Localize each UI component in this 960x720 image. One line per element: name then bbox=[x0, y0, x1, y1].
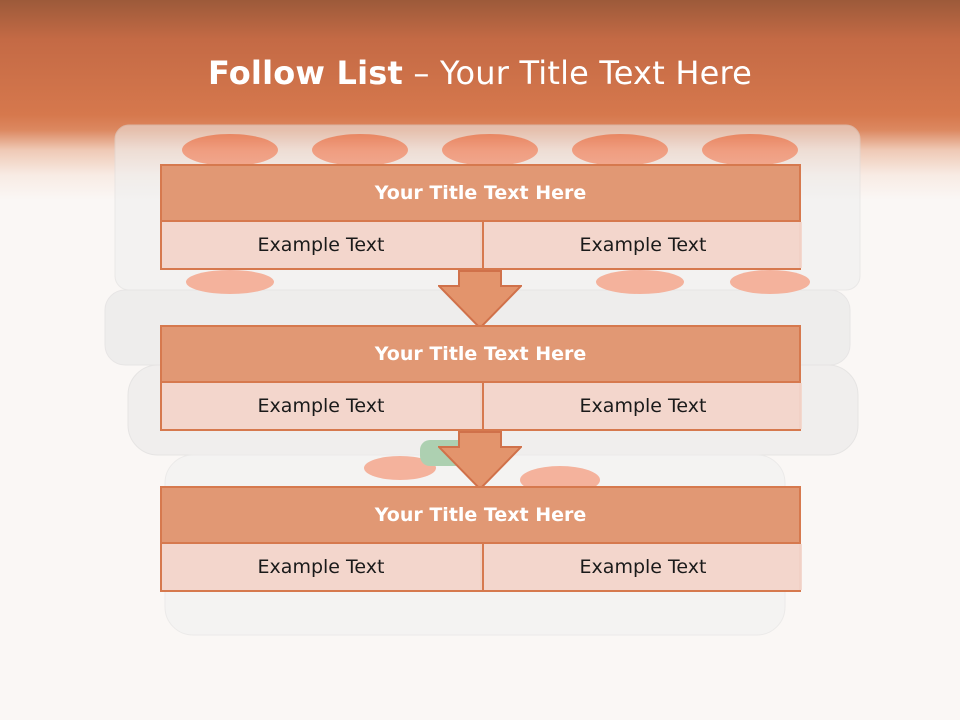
slide-title-bold: Follow List bbox=[207, 54, 404, 92]
slide-title-rest: – Your Title Text Here bbox=[413, 54, 753, 92]
block-title: Your Title Text Here bbox=[162, 327, 799, 383]
list-block-2: Your Title Text Here Example Text Exampl… bbox=[160, 325, 802, 431]
block-cell-left: Example Text bbox=[162, 222, 480, 268]
block-cell-right: Example Text bbox=[482, 222, 802, 268]
slide-title: Follow List – Your Title Text Here bbox=[0, 54, 960, 92]
block-title: Your Title Text Here bbox=[162, 166, 799, 222]
block-cell-left: Example Text bbox=[162, 383, 480, 429]
block-title: Your Title Text Here bbox=[162, 488, 799, 544]
down-arrow-icon bbox=[438, 431, 522, 491]
block-cell-left: Example Text bbox=[162, 544, 480, 590]
block-cell-right: Example Text bbox=[482, 383, 802, 429]
down-arrow-icon bbox=[438, 270, 522, 330]
block-cell-right: Example Text bbox=[482, 544, 802, 590]
list-block-3: Your Title Text Here Example Text Exampl… bbox=[160, 486, 802, 592]
list-block-1: Your Title Text Here Example Text Exampl… bbox=[160, 164, 802, 270]
